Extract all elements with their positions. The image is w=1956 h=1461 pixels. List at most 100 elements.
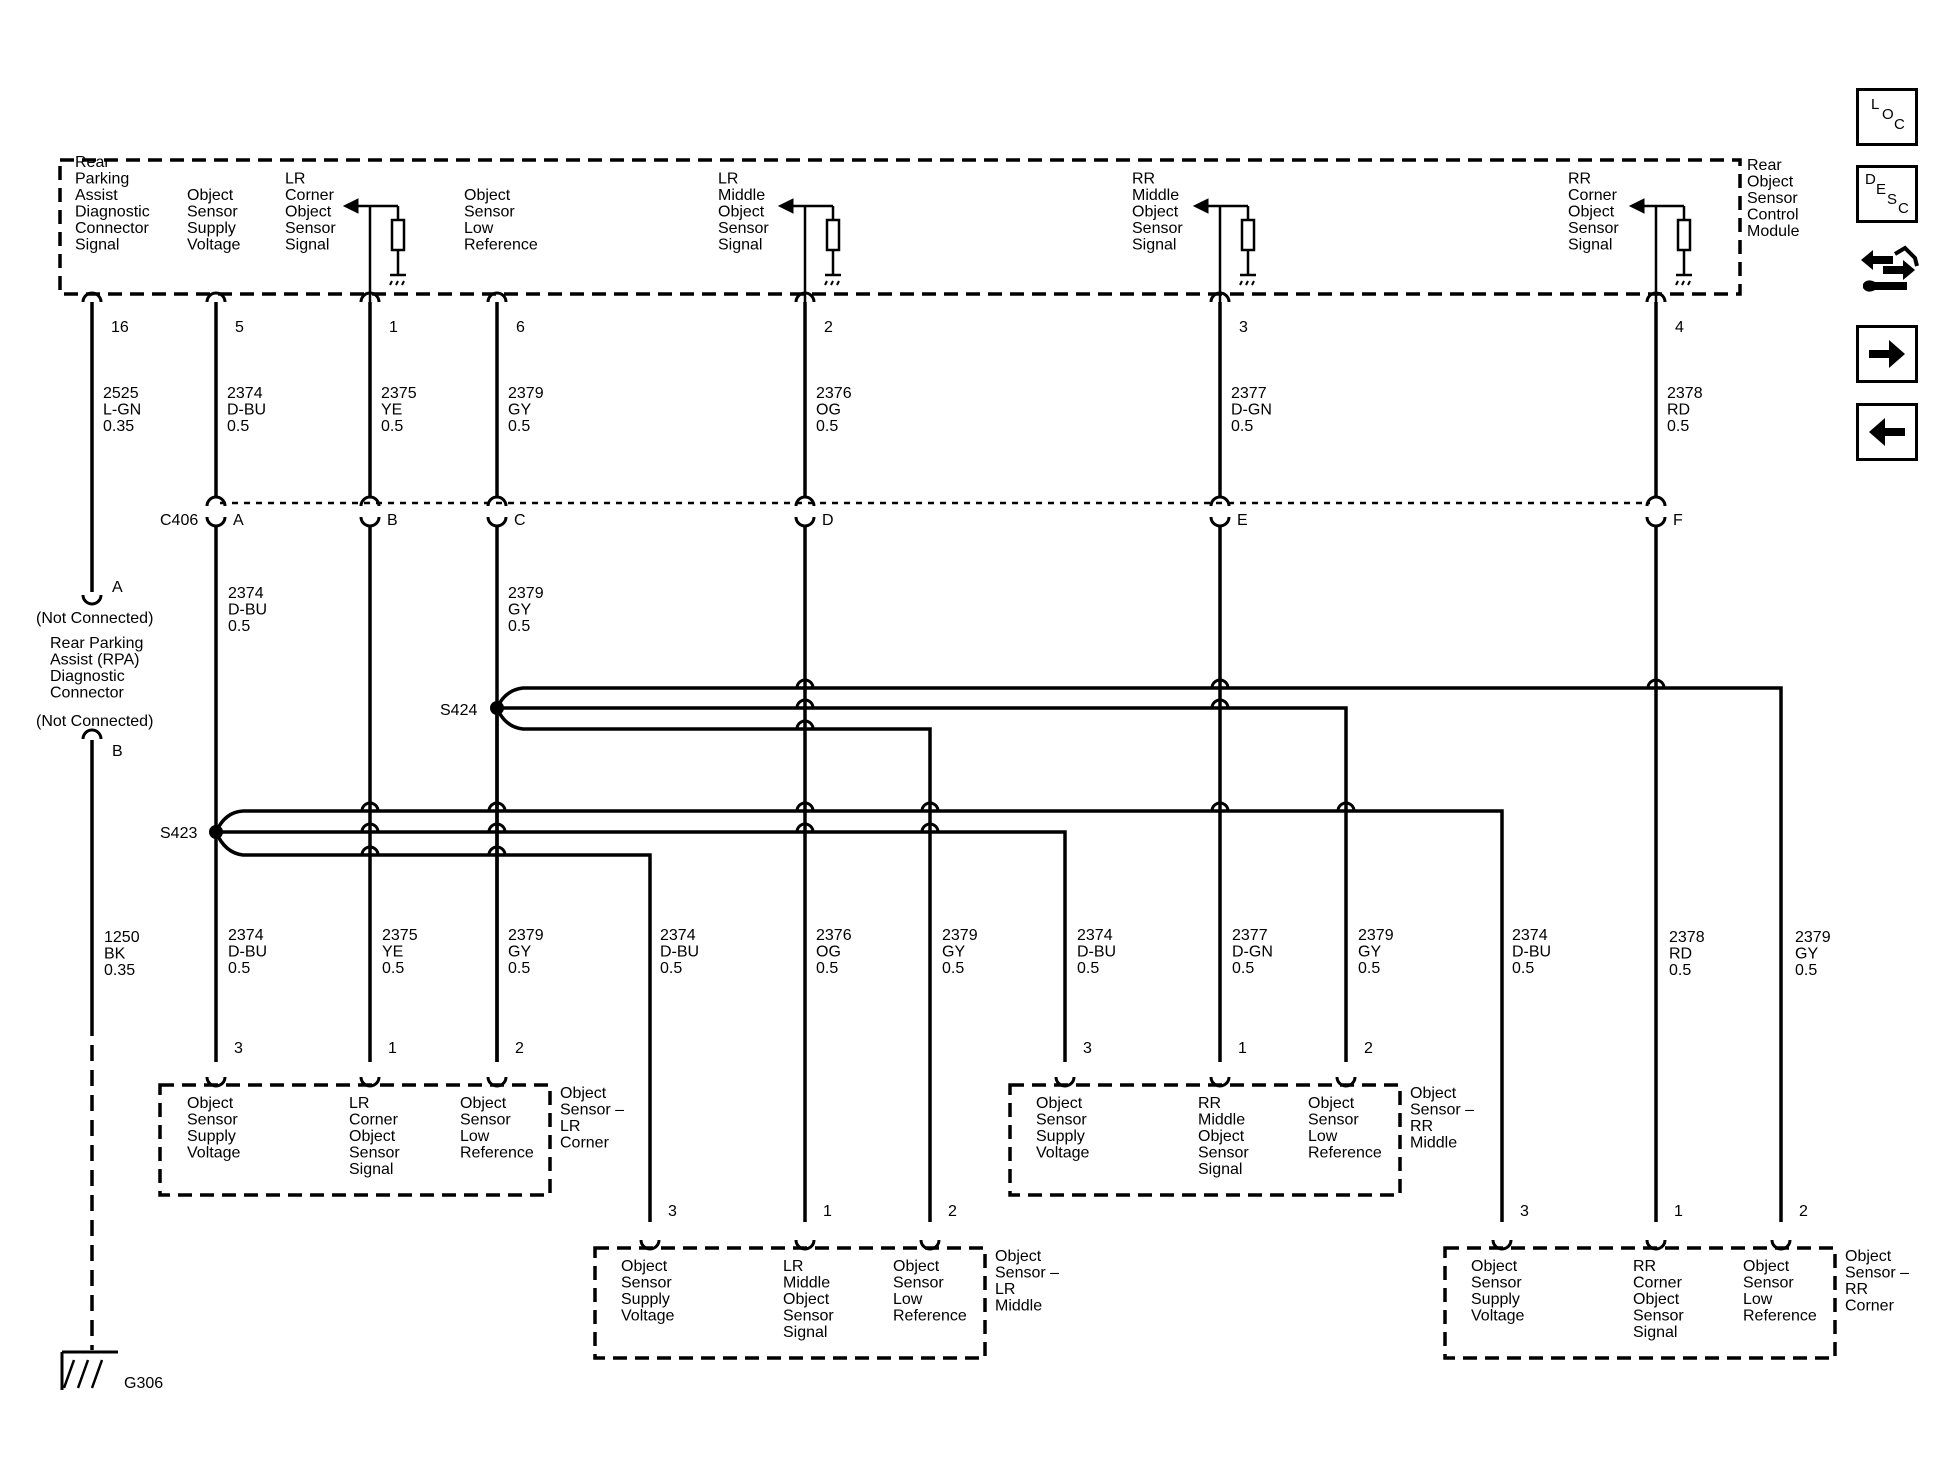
sensor-wire-label-3-circuit: 2374 (660, 927, 696, 944)
wire-crossover (360, 822, 380, 833)
sensor-name-2: Object (1410, 1085, 1457, 1102)
sensor-name-0: Corner (560, 1135, 610, 1152)
sensor-wire-label-5-circuit: 2379 (942, 927, 978, 944)
c406-pin-letter-4: E (1237, 512, 1248, 529)
sensor-wire-label-2-circuit: 2379 (508, 927, 544, 944)
sensor-signal-label-2: Signal (1198, 1161, 1242, 1178)
wire-crossover (1646, 678, 1666, 689)
s424-branch-lr-middle (495, 707, 932, 1222)
c406-lower-wire-1-size: 0.5 (508, 618, 530, 635)
loc-letter-3: C (1894, 116, 1905, 133)
sensor-name-1: LR (995, 1281, 1015, 1298)
sensor-wire-label-8-size: 0.5 (1358, 960, 1380, 977)
sensor-pin-number-3-1: 1 (1674, 1203, 1683, 1220)
rpa-connector-name: Connector (50, 685, 124, 702)
sensor-signal-label-2: Middle (1198, 1112, 1245, 1129)
module-name-label: Control (1747, 207, 1799, 224)
next-page-button[interactable] (1856, 325, 1918, 383)
ground-hatch (395, 280, 399, 286)
sensor-lowref-label-2: Object (1308, 1095, 1355, 1112)
c406-lower-wire-0-circuit: 2374 (228, 585, 264, 602)
desc-letter-1: D (1865, 171, 1876, 188)
sensor-pin-number-0-1: 1 (388, 1040, 397, 1057)
sensor-lowref-label-3: Reference (1743, 1308, 1817, 1325)
module-signal-label-2: Corner (285, 187, 335, 204)
s424-branch-rr-corner (495, 686, 1783, 1222)
sensor-lowref-label-3: Sensor (1743, 1275, 1794, 1292)
sensor-wire-label-7-size: 0.5 (1232, 960, 1254, 977)
ground-hatch (389, 280, 393, 286)
sensor-supply-label-0: Sensor (187, 1112, 238, 1129)
module-wire-3-color: GY (508, 402, 531, 419)
sensor-name-3: Sensor – (1845, 1265, 1909, 1282)
rpa-not-connected-top: (Not Connected) (36, 610, 153, 627)
sensor-wire-label-2-color: GY (508, 944, 531, 961)
ground-hatch (1245, 280, 1249, 286)
sensor-wire-label-5-size: 0.5 (942, 960, 964, 977)
sensor-wire-label-4-color: OG (816, 944, 841, 961)
next-page-arrow-icon (1869, 340, 1905, 368)
labels-layer: RearObjectSensorControlModuleRearParking… (36, 154, 1909, 1392)
sensor-lowref-label-2: Sensor (1308, 1112, 1359, 1129)
module-signal-label-4: LR (718, 171, 738, 188)
sensor-pin-2-1 (1209, 1076, 1231, 1088)
sensor-wire-label-5-color: GY (942, 944, 965, 961)
component-view-icon[interactable] (1855, 240, 1921, 300)
sensor-pin-number-2-2: 2 (1364, 1040, 1373, 1057)
ground-hatch (1681, 280, 1685, 286)
sensor-outline-1 (593, 1246, 987, 1360)
module-wire-5-size: 0.5 (1231, 418, 1253, 435)
rpa-pin-a-label: A (112, 579, 123, 596)
ground-wire-label-size: 0.35 (104, 962, 135, 979)
sensor-wire-label-6-size: 0.5 (1077, 960, 1099, 977)
sensor-signal-label-0: Corner (349, 1112, 399, 1129)
ground-hatch (836, 280, 840, 286)
resistor-icon (1240, 218, 1256, 252)
sensor-supply-label-2: Voltage (1036, 1145, 1089, 1162)
c406-pin-letter-0: A (233, 512, 244, 529)
c406-lower-wire-0-size: 0.5 (228, 618, 250, 635)
c406-pin-2 (486, 495, 508, 507)
loc-letter-1: L (1871, 96, 1879, 113)
s423-branch-rr-corner (214, 809, 1504, 1222)
sensor-signal-label-0: Object (349, 1128, 396, 1145)
sensor-outline-3 (1443, 1246, 1837, 1360)
ground-symbol-hatch (90, 1359, 104, 1389)
sensor-lowref-label-0: Low (460, 1128, 490, 1145)
sensor-supply-label-2: Sensor (1036, 1112, 1087, 1129)
previous-page-button[interactable] (1856, 403, 1918, 461)
ground-hatch (1239, 280, 1243, 286)
c406-pin-5 (1645, 495, 1667, 507)
module-wire-3-size: 0.5 (508, 418, 530, 435)
sensor-lowref-label-0: Reference (460, 1145, 534, 1162)
sensor-name-1: Middle (995, 1298, 1042, 1315)
sensor-supply-label-1: Voltage (621, 1308, 674, 1325)
sensor-name-3: RR (1845, 1281, 1868, 1298)
c406-pin-lower-3 (794, 516, 816, 528)
ground-wire-label-circuit: 1250 (104, 929, 140, 946)
sensor-wire-label-0-size: 0.5 (228, 960, 250, 977)
location-view-button[interactable]: L O C (1856, 88, 1918, 146)
arrow-head (342, 198, 359, 214)
sensor-signal-label-2: RR (1198, 1095, 1221, 1112)
c406-label: C406 (160, 512, 198, 529)
module-signal-label-0: Rear (75, 154, 110, 171)
wire-crossover (795, 801, 815, 812)
c406-lower-wire-0-color: D-BU (228, 602, 267, 619)
wire-crossover (795, 698, 815, 709)
sensor-name-2: Sensor – (1410, 1102, 1474, 1119)
sensor-pin-number-0-2: 2 (515, 1040, 524, 1057)
module-pin-0 (81, 291, 103, 303)
sensor-supply-label-3: Supply (1471, 1291, 1520, 1308)
sensor-lowref-label-1: Reference (893, 1308, 967, 1325)
module-wire-4-color: OG (816, 402, 841, 419)
sensor-pin-number-3-0: 3 (1520, 1203, 1529, 1220)
sensor-pin-number-1-2: 2 (948, 1203, 957, 1220)
module-signal-label-2: Sensor (285, 220, 336, 237)
description-view-button[interactable]: D E S C (1856, 165, 1918, 223)
sensor-outline-0 (158, 1083, 552, 1197)
module-name-label: Object (1747, 174, 1794, 191)
wire-crossover (795, 678, 815, 689)
sensor-pin-3-2 (1770, 1239, 1792, 1251)
sensor-lowref-label-1: Low (893, 1291, 923, 1308)
